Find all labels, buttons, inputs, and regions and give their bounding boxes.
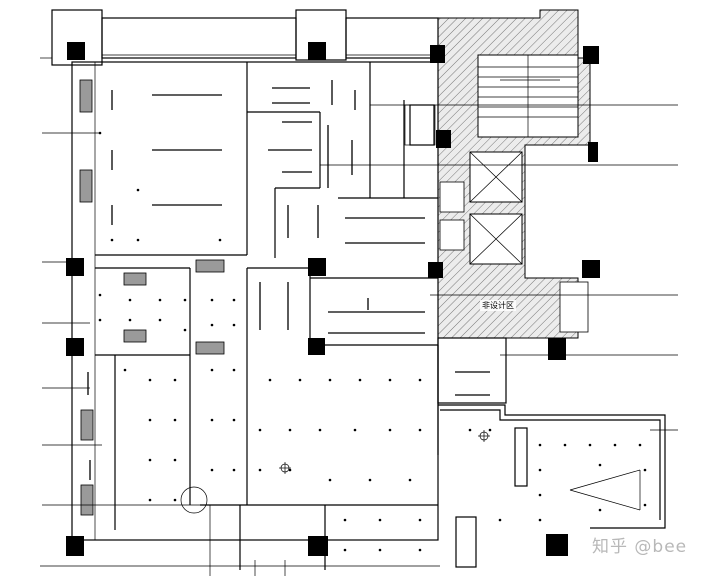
- column: [583, 46, 599, 64]
- column: [66, 338, 84, 356]
- south-east-wing: [404, 104, 666, 568]
- column: [582, 260, 600, 278]
- column: [546, 534, 568, 556]
- column: [66, 536, 84, 556]
- column: [66, 258, 84, 276]
- non-design-core: [437, 9, 591, 339]
- column: [308, 258, 326, 276]
- column: [67, 42, 85, 60]
- ac-panels: [79, 79, 225, 516]
- column: [428, 262, 443, 278]
- column: [308, 42, 326, 60]
- downlights: [98, 131, 647, 552]
- column: [430, 45, 445, 63]
- bottom-edge: [40, 505, 440, 576]
- non-design-area-label: 非设计区: [480, 300, 516, 311]
- columns: [66, 42, 600, 556]
- stair-treads: [478, 55, 578, 137]
- column: [436, 130, 451, 148]
- column: [588, 142, 598, 162]
- leader-lines-left: [42, 132, 200, 506]
- watermark: 知乎 @bee: [592, 537, 688, 557]
- ceiling-fixtures: [180, 430, 490, 514]
- linear-lights: [87, 80, 490, 480]
- leader-lines-right: [320, 104, 678, 431]
- walls: [71, 61, 439, 570]
- column: [308, 536, 328, 556]
- top-facade: [40, 9, 439, 66]
- column: [308, 338, 325, 355]
- column: [548, 338, 566, 360]
